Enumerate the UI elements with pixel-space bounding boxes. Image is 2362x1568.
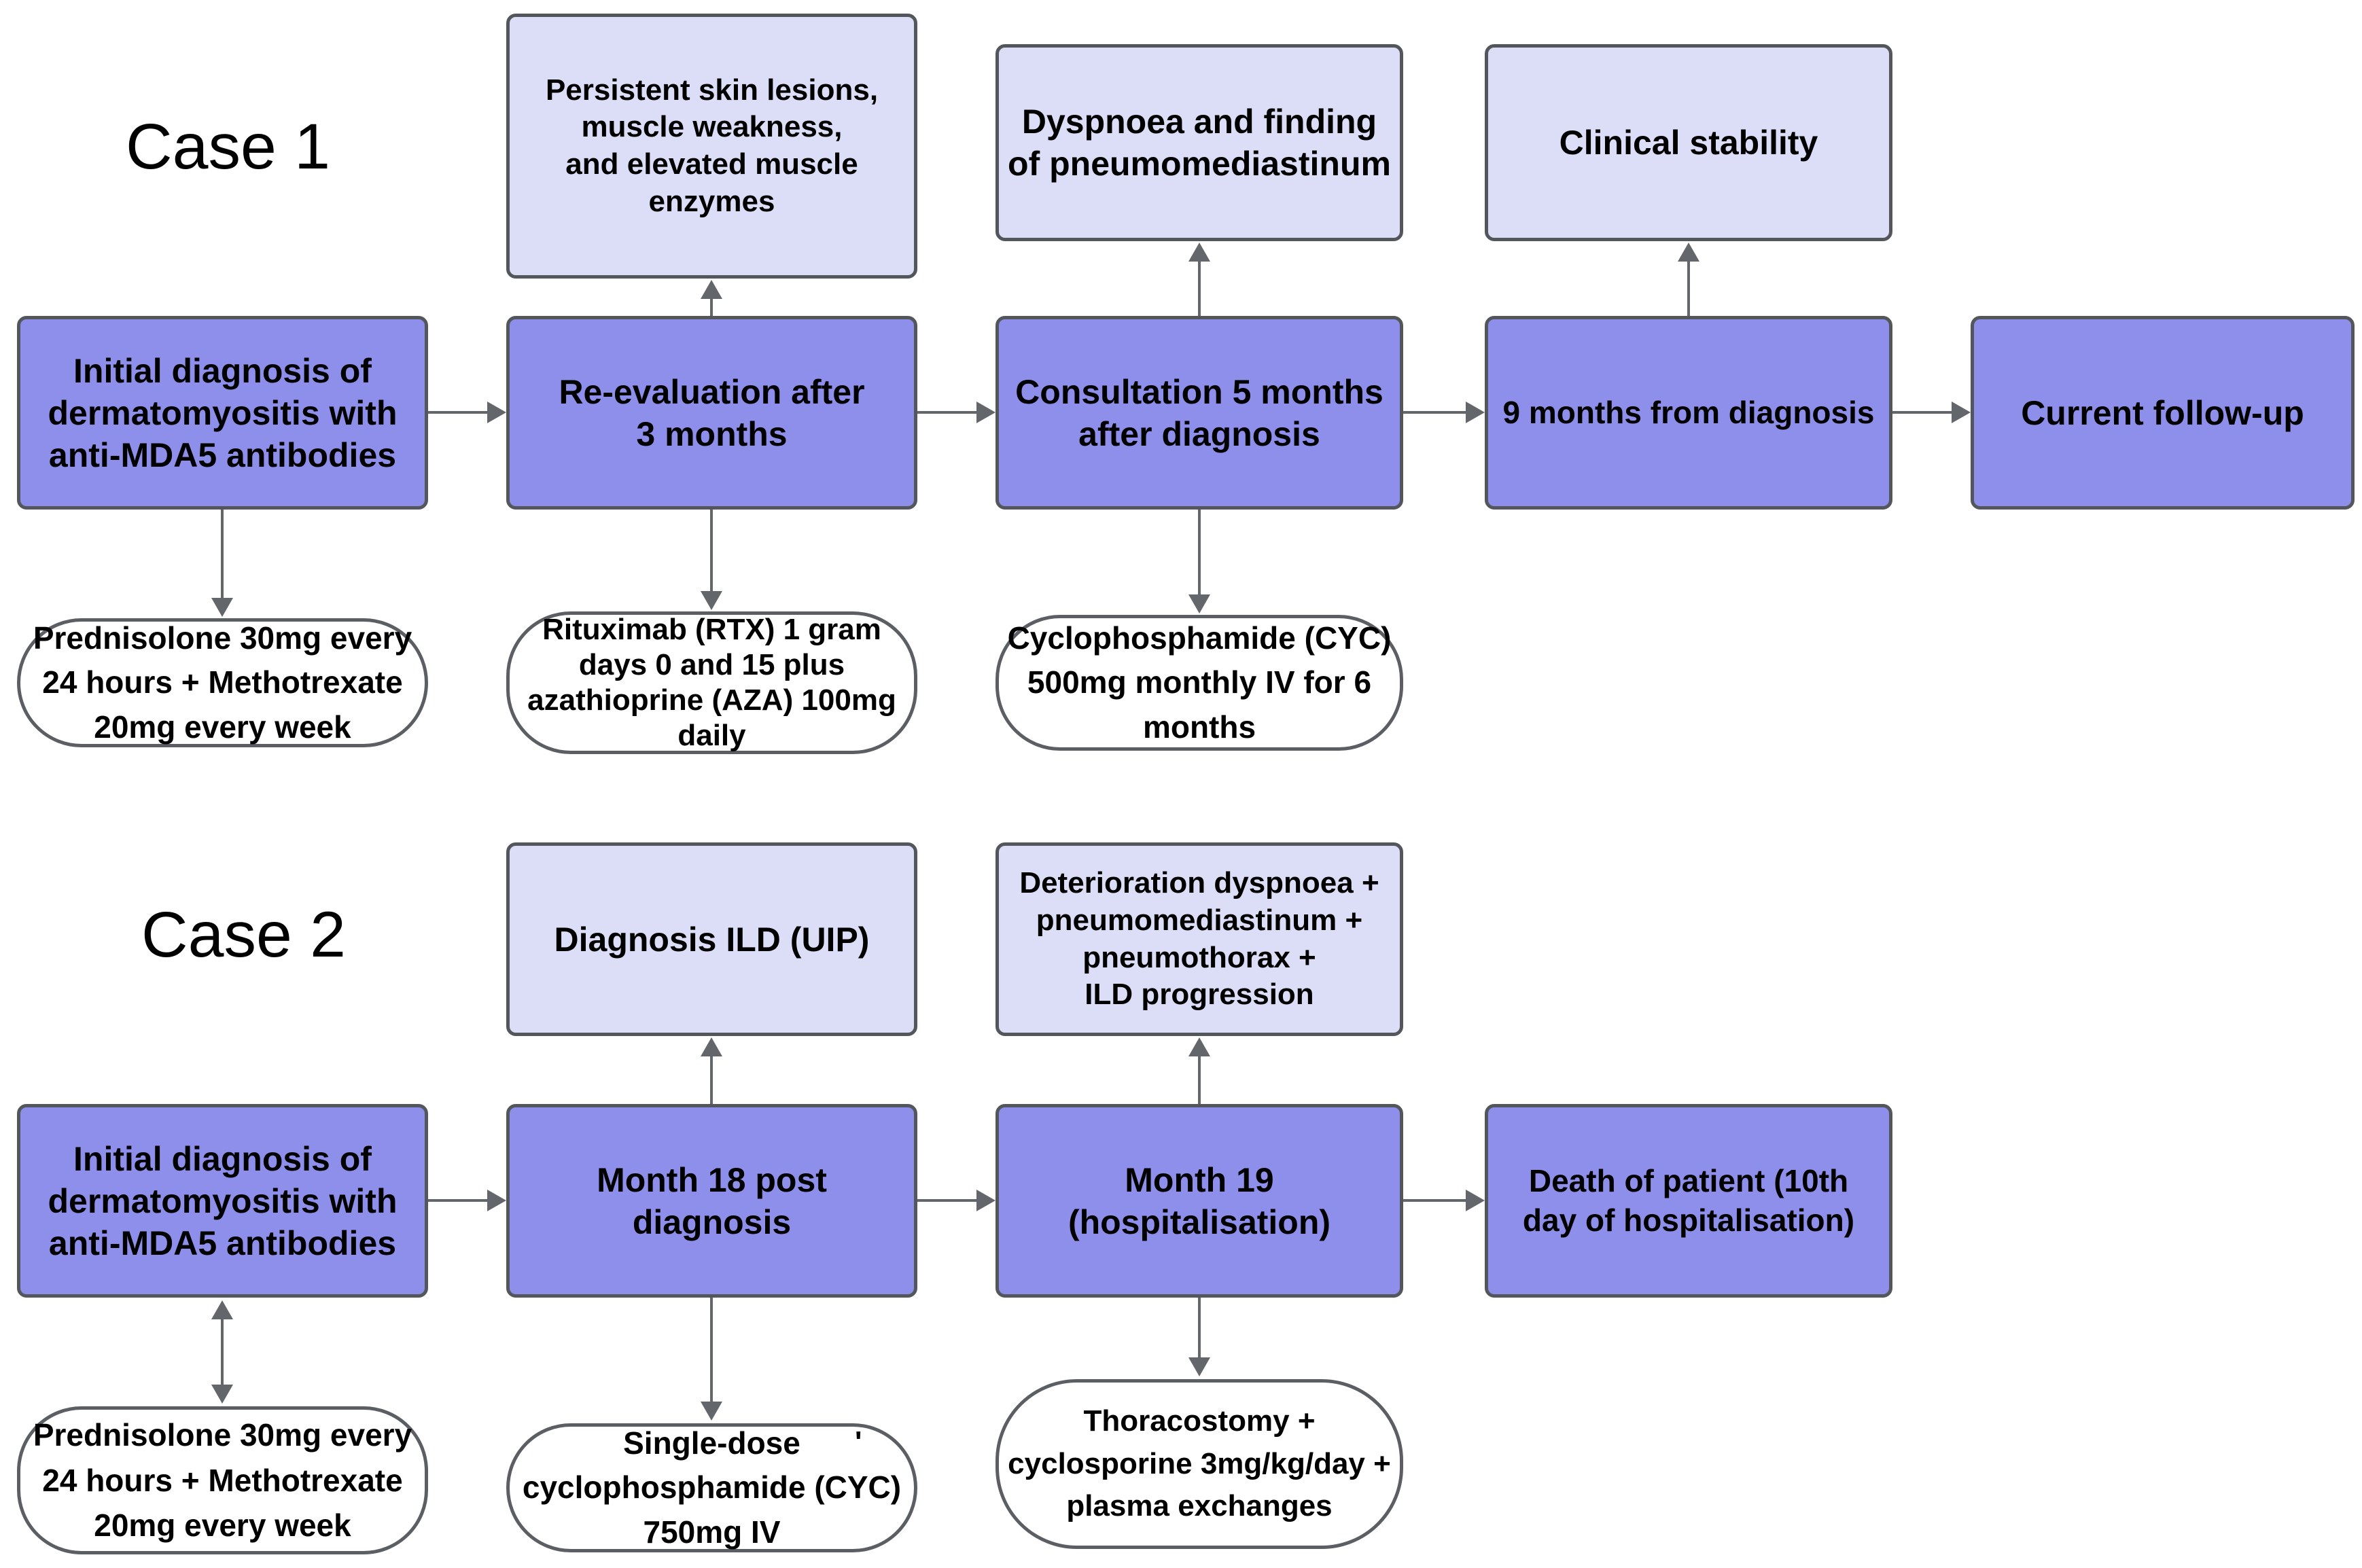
- case2-finding-diagnosis-ild-box: Diagnosis ILD (UIP): [506, 842, 917, 1036]
- case2-label: Case 2: [141, 899, 347, 971]
- case1-event-reevaluation-3-months-box: Re-evaluation after 3 months: [506, 316, 917, 510]
- case2-event-death-box: Death of patient (10th day of hospitalis…: [1485, 1104, 1892, 1298]
- case1-finding-clinical-stability-box: Clinical stability: [1485, 44, 1892, 241]
- case1-label: Case 1: [126, 111, 331, 183]
- case2-treatment-single-dose-cyc-box: Single-dose cyclophosphamide (CYC) 750mg…: [506, 1423, 917, 1552]
- case2-event-month-18-box: Month 18 post diagnosis: [506, 1104, 917, 1298]
- case1-finding-persistent-symptoms-box: Persistent skin lesions, muscle weakness…: [506, 14, 917, 279]
- stray-apostrophe-mark: ': [855, 1425, 862, 1459]
- case2-event-month-19-box: Month 19 (hospitalisation): [995, 1104, 1403, 1298]
- case2-event-initial-diagnosis-box: Initial diagnosis of dermatomyositis wit…: [17, 1104, 428, 1298]
- case2-treatment-prednisolone-methotrexate-box: Prednisolone 30mg every 24 hours + Metho…: [17, 1406, 428, 1554]
- case1-treatment-cyclophosphamide-box: Cyclophosphamide (CYC) 500mg monthly IV …: [995, 615, 1403, 751]
- case1-treatment-prednisolone-methotrexate-box: Prednisolone 30mg every 24 hours + Metho…: [17, 618, 428, 747]
- case1-treatment-rituximab-azathioprine-box: Rituximab (RTX) 1 gram days 0 and 15 plu…: [506, 611, 917, 754]
- case1-event-consultation-5-months-box: Consultation 5 months after diagnosis: [995, 316, 1403, 510]
- case2-finding-deterioration-box: Deterioration dyspnoea + pneumomediastin…: [995, 842, 1403, 1036]
- case1-event-9-months-box: 9 months from diagnosis: [1485, 316, 1892, 510]
- case1-finding-dyspnoea-pneumomediastinum-box: Dyspnoea and finding of pneumomediastinu…: [995, 44, 1403, 241]
- case1-event-initial-diagnosis-box: Initial diagnosis of dermatomyositis wit…: [17, 316, 428, 510]
- case2-treatment-thoracostomy-box: Thoracostomy + cyclosporine 3mg/kg/day +…: [995, 1379, 1403, 1549]
- case1-event-current-followup-box: Current follow-up: [1971, 316, 2355, 510]
